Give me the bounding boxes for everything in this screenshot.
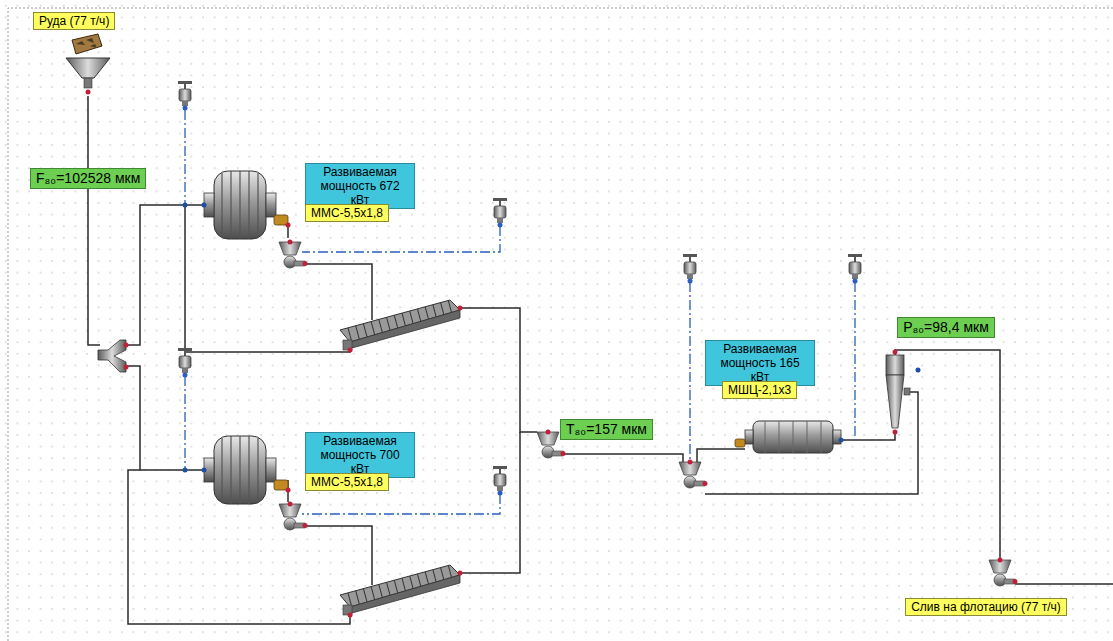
drawing-part <box>460 432 520 573</box>
drawing-part <box>460 308 537 432</box>
drawing-part <box>184 110 185 205</box>
water-valve <box>848 254 862 284</box>
drawing-part <box>124 365 129 370</box>
sump-pump <box>279 240 308 269</box>
sag-mill <box>202 436 291 504</box>
equipment-label: ММС-5,5х1,8 <box>305 473 389 491</box>
drawing-part <box>705 392 918 494</box>
power-label: Развиваемая мощность 672 кВт <box>305 163 415 209</box>
drawing-part <box>305 264 372 320</box>
water-valve <box>493 198 507 228</box>
drawing-part <box>895 350 1000 560</box>
sump-pump <box>679 460 708 489</box>
product-label: Слив на флотацию (77 т/ч) <box>905 598 1067 616</box>
sump-pump <box>989 558 1018 587</box>
size-label: F₈₀=102528 мкм <box>30 168 146 189</box>
drawing-part <box>886 375 904 428</box>
flow-splitter <box>98 340 129 372</box>
drawing-part <box>697 449 745 462</box>
drawing-part <box>122 366 204 470</box>
junction <box>183 468 188 473</box>
drawing-part <box>98 340 126 372</box>
label-text: МШЦ-2,1х3 <box>728 383 791 397</box>
drawing-part <box>86 90 91 95</box>
equipment-label: МШЦ-2,1х3 <box>722 381 797 399</box>
size-label: P₈₀=98,4 мкм <box>897 317 995 338</box>
label-text: ММС-5,5х1,8 <box>311 206 383 220</box>
drawing-part <box>66 58 110 78</box>
drawing-part <box>893 350 898 355</box>
label-text: Слив на флотацию (77 т/ч) <box>911 600 1061 614</box>
water-valve <box>178 81 192 111</box>
slurry-lines <box>88 96 1113 624</box>
drawing-part <box>185 205 350 352</box>
label-text: ММС-5,5х1,8 <box>311 475 383 489</box>
drawing-part <box>124 343 129 348</box>
drawing-part <box>886 355 904 375</box>
drawing-part <box>893 430 898 435</box>
drawing-part <box>76 38 97 48</box>
drawing-part <box>84 78 92 88</box>
water-valve <box>178 348 192 378</box>
drawing-part <box>122 205 204 345</box>
drawing-part <box>854 282 855 440</box>
label-text: F₈₀=102528 мкм <box>36 170 140 187</box>
label-text: P₈₀=98,4 мкм <box>903 319 989 336</box>
drawing-part <box>88 96 100 345</box>
water-lines <box>185 110 855 514</box>
drawing-part <box>1015 583 1113 585</box>
drawing-part <box>302 494 500 514</box>
power-label: Развиваемая мощность 165 кВт <box>705 340 815 386</box>
equipment-label: ММС-5,5х1,8 <box>305 204 389 222</box>
sump-pump <box>279 502 308 531</box>
drawing-part <box>689 282 690 462</box>
drawing-part <box>305 526 372 585</box>
drawing-part <box>72 34 102 54</box>
label-text: T₈₀=157 мкм <box>566 421 647 438</box>
drawing-part <box>563 454 683 462</box>
spiral-classifier <box>340 300 463 353</box>
feed-label: Руда (77 т/ч) <box>33 12 115 30</box>
junction <box>183 203 188 208</box>
label-text: Развиваемая мощность 165 кВт <box>711 342 809 384</box>
drawing-part <box>184 376 185 470</box>
ball-mill <box>735 421 844 453</box>
ore-hopper <box>66 34 110 95</box>
water-valve <box>683 254 697 284</box>
power-label: Развиваемая мощность 700 кВт <box>305 432 415 478</box>
label-text: Развиваемая мощность 700 кВт <box>311 434 409 476</box>
drawing-part <box>302 226 500 252</box>
water-valve <box>493 466 507 496</box>
hydrocyclone <box>886 350 921 435</box>
drawing-part <box>904 388 910 395</box>
drawing-part <box>838 432 895 440</box>
drawing-part <box>916 368 921 373</box>
sag-mill <box>202 171 291 239</box>
label-text: Развиваемая мощность 672 кВт <box>311 165 409 207</box>
spiral-classifier <box>340 565 463 618</box>
size-label: T₈₀=157 мкм <box>560 419 653 440</box>
frame <box>8 8 1113 641</box>
label-text: Руда (77 т/ч) <box>39 14 109 28</box>
